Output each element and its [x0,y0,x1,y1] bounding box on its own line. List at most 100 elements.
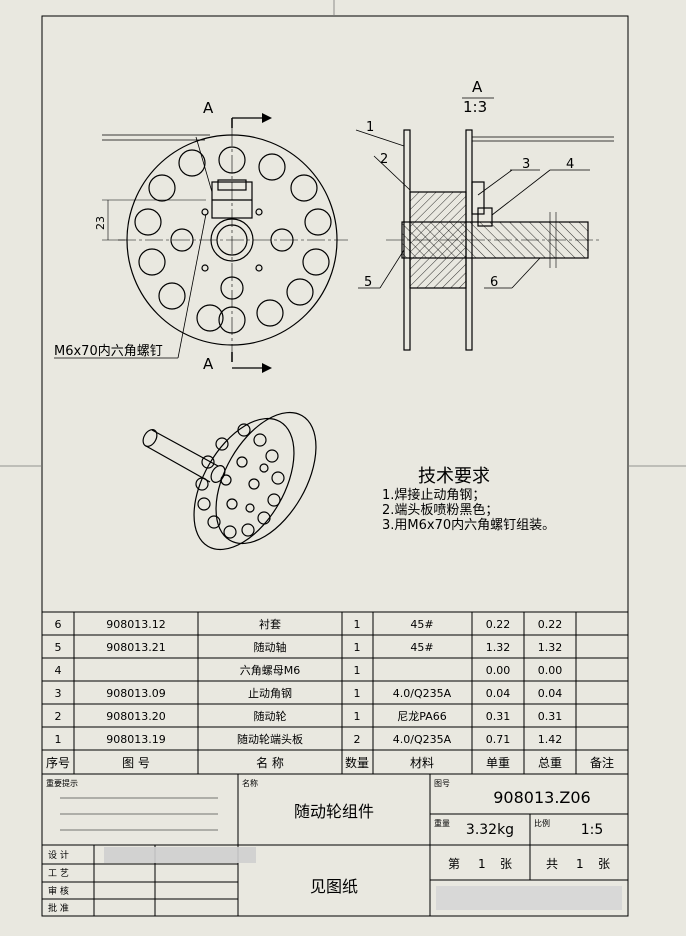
bom-cell-total: 1.32 [538,641,563,654]
balloon-6: 6 [490,275,498,290]
bom-cell-total: 0.04 [538,687,563,700]
bom-header-seq: 序号 [46,755,70,770]
name-value: 随动轮组件 [294,802,374,821]
bom-cell-seq: 2 [55,710,62,723]
bom-header-note: 备注 [590,755,614,770]
bom-cell-seq: 1 [55,733,62,746]
bom-header-material: 材料 [410,756,434,770]
scale-label: 比例 [534,818,550,828]
total-unit: 张 [598,857,610,871]
bom-cell-name: 止动角钢 [248,687,292,700]
role-review: 审 核 [48,885,69,897]
bom-cell-unit: 0.04 [486,687,511,700]
bom-header-name: 名 称 [256,755,284,770]
bom-cell-qty: 1 [354,641,361,654]
view-scale: 1:3 [463,98,487,116]
total-no: 1 [576,857,584,871]
requirements-title: 技术要求 [418,466,490,487]
bom-cell-seq: 6 [55,618,62,631]
balloon-1: 1 [366,120,374,135]
bom-cell-name: 随动轮端头板 [237,732,303,746]
sheet-prefix: 第 [448,857,460,871]
bom-cell-name: 随动轴 [254,640,287,654]
table-row: 4 六角螺母M6 1 0.00 0.00 [55,664,563,677]
bom-cell-seq: 3 [55,687,62,700]
bom-cell-material: 尼龙PA66 [397,710,446,723]
section-label-bottom: A [203,355,214,373]
bom-cell-total: 0.00 [538,664,563,677]
table-row: 6 908013.12 衬套 1 45# 0.22 0.22 [55,618,563,631]
bom-cell-material: 45# [410,641,433,654]
title-block-grid [41,773,629,917]
weight-value: 3.32kg [466,822,514,838]
bom-cell-unit: 0.00 [486,664,511,677]
bom-cell-code: 908013.21 [106,641,166,654]
sheet-no: 1 [478,857,486,871]
bom-cell-seq: 4 [55,664,62,677]
bom-cell-material: 4.0/Q235A [393,733,452,746]
bom-header-qty: 数量 [345,755,369,770]
material-note: 见图纸 [310,877,358,896]
weight-label: 重量 [434,818,450,828]
bom-cell-unit: 0.31 [486,710,511,723]
requirement-3: 3.用M6x70内六角螺钉组装。 [382,517,555,533]
bom-header-total: 总重 [538,756,562,770]
bom-header-unit: 单重 [486,756,510,770]
bom-cell-code: 908013.09 [106,687,166,700]
name-label: 名称 [242,778,258,788]
section-view [355,97,614,351]
bom-grid [41,611,629,775]
bom-cell-code: 908013.19 [106,733,166,746]
role-process: 工 艺 [48,868,69,879]
table-row: 3 908013.09 止动角钢 1 4.0/Q235A 0.04 0.04 [55,687,563,700]
bom-cell-material: 4.0/Q235A [393,687,452,700]
bom-cell-qty: 1 [354,710,361,723]
redacted-company [436,886,622,910]
bom-cell-seq: 5 [55,641,62,654]
table-row: 5 908013.21 随动轴 1 45# 1.32 1.32 [55,640,563,654]
bom-cell-qty: 2 [354,733,361,746]
drawing-no-value: 908013.Z06 [493,788,590,807]
bom-cell-name: 随动轮 [254,709,287,723]
dim-23: 23 [94,216,107,230]
bom-cell-total: 0.31 [538,710,563,723]
bom-cell-code: 908013.12 [106,618,166,631]
bom-header: 序号 图 号 名 称 数量 材料 单重 总重 备注 [46,755,614,770]
bom-cell-unit: 0.22 [486,618,511,631]
bom-cell-material: 45# [410,618,433,631]
role-approve: 批 准 [48,902,69,914]
balloon-2: 2 [380,152,388,167]
bolt-callout: M6x70内六角螺钉 [54,343,163,359]
requirement-2: 2.端头板喷粉黑色； [382,502,498,518]
bom-header-code: 图 号 [122,756,150,770]
section-label-top: A [203,99,214,117]
front-view [54,117,348,369]
bom-cell-total: 0.22 [538,618,563,631]
redacted-signature [104,847,256,863]
table-row: 1 908013.19 随动轮端头板 2 4.0/Q235A 0.71 1.42 [55,732,563,746]
bom-cell-qty: 1 [354,664,361,677]
sheet-unit: 张 [500,857,512,871]
requirement-1: 1.焊接止动角钢； [382,487,485,503]
view-label: A [472,78,483,96]
balloon-4: 4 [566,157,574,172]
isometric-view [142,411,317,551]
scale-value: 1:5 [581,822,604,838]
bom-cell-total: 1.42 [538,733,563,746]
bom-cell-unit: 0.71 [486,733,511,746]
drawing-no-label: 图号 [434,779,450,788]
table-row: 2 908013.20 随动轮 1 尼龙PA66 0.31 0.31 [55,709,563,723]
bom-cell-qty: 1 [354,687,361,700]
bom-cell-unit: 1.32 [486,641,511,654]
bom-cell-name: 衬套 [259,618,281,631]
bom-cell-name: 六角螺母M6 [240,664,301,677]
notice-label: 重要提示 [46,778,78,788]
role-design: 设 计 [48,849,69,861]
balloon-5: 5 [364,275,372,290]
bom-cell-code: 908013.20 [106,710,166,723]
total-prefix: 共 [546,857,558,871]
balloon-3: 3 [522,157,530,172]
bom-cell-qty: 1 [354,618,361,631]
